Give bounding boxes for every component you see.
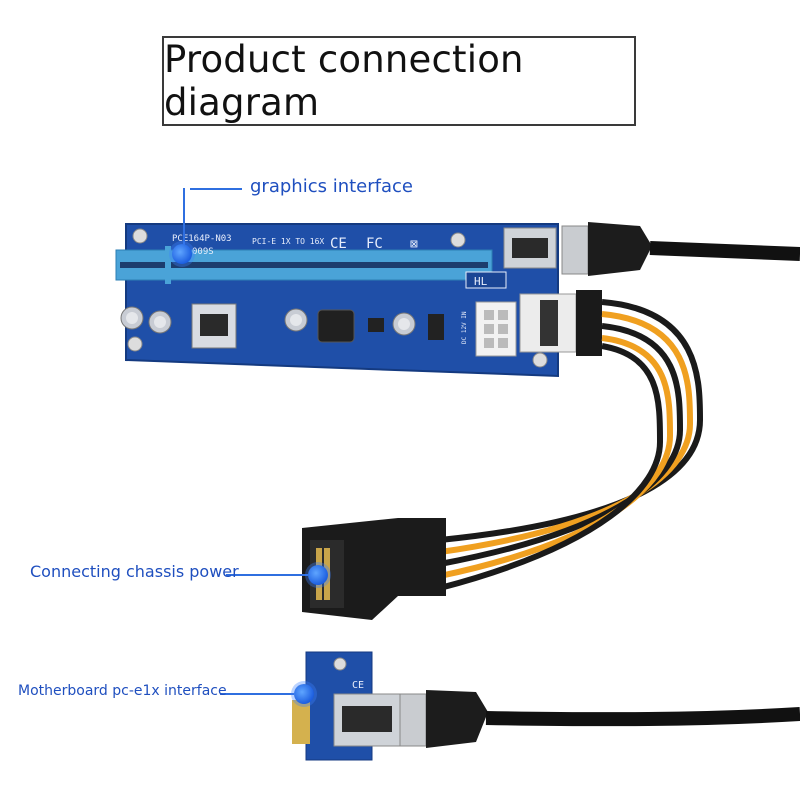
pcie-x16-slot <box>115 246 493 284</box>
graphics-leader-vertical <box>183 188 185 254</box>
capacitor <box>120 306 144 330</box>
hl-label: HL <box>474 275 488 288</box>
power-leader-line <box>226 574 308 576</box>
board-model: PCE164P-N03 <box>172 234 232 244</box>
usb-cable-bottom <box>399 690 800 748</box>
capacitor <box>148 310 172 334</box>
weee-mark: ⊠ <box>410 237 418 252</box>
board-version: 009S <box>192 247 214 257</box>
ce-mark: CE <box>352 680 364 691</box>
capacitor <box>392 312 416 336</box>
capacitor <box>284 308 308 332</box>
motherboard-leader-line <box>220 693 294 695</box>
motherboard-callout-dot <box>294 684 314 704</box>
chassis-power-label: Connecting chassis power <box>30 562 239 581</box>
inductor <box>317 309 355 343</box>
gold-finger <box>292 700 310 744</box>
chip <box>428 314 444 340</box>
power-cable-harness <box>439 290 704 591</box>
motherboard-interface-label: Motherboard pc-e1x interface <box>18 683 227 699</box>
x1-adapter-board: CE <box>292 651 401 761</box>
board-desc: PCI-E 1X TO 16X <box>252 237 324 246</box>
graphics-leader-line <box>190 188 242 190</box>
mount-hole <box>127 336 143 352</box>
mount-hole <box>532 352 548 368</box>
graphics-callout-dot <box>172 244 192 264</box>
usb-cable-top <box>561 222 800 276</box>
mount-hole <box>132 228 148 244</box>
page-title: Product connection diagram <box>164 38 524 124</box>
riser-board: PCE164P-N03 009S PCI-E 1X TO 16X CE FC ⊠… <box>115 223 559 378</box>
ce-mark: CE <box>330 236 347 252</box>
mount-hole <box>450 232 466 248</box>
power-callout-dot <box>308 565 328 585</box>
six-pin-power-header <box>475 301 517 357</box>
chip <box>368 318 384 332</box>
voltage-label: DC 12V IN <box>461 311 468 344</box>
fcc-mark: FC <box>366 236 383 252</box>
graphics-interface-label: graphics interface <box>250 176 413 197</box>
title-box: Product connection diagram <box>162 36 636 126</box>
